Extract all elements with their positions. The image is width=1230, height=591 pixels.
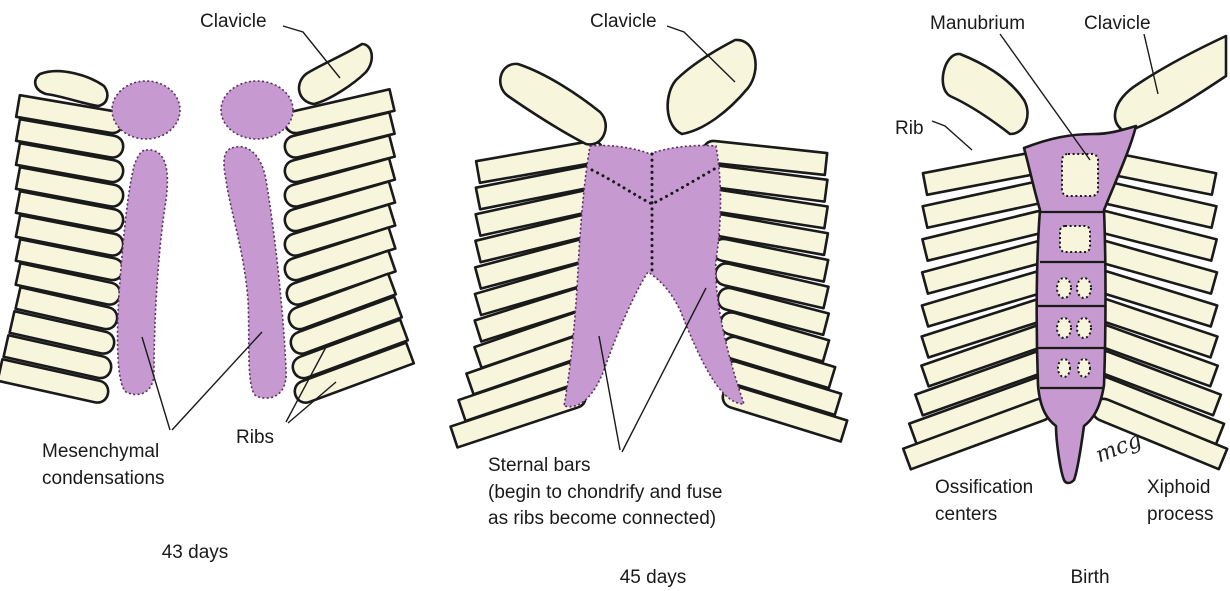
label-ribs-43: Ribs [236,427,274,448]
label-clavicle-43: Clavicle [200,11,267,32]
mesenchymal-condensation-right [224,147,286,399]
clavicle-right [668,40,756,134]
panel-45-days: Clavicle Sternal bars (begin to chondrif… [451,11,848,588]
ossification-center [1077,318,1091,338]
ossification-center [1057,278,1071,298]
label-rib: Rib [895,118,924,139]
ribs-right [285,89,414,402]
ossification-center [1057,318,1071,338]
caption-birth: Birth [1070,567,1109,588]
caption-43-days: 43 days [162,542,229,563]
ribs-left [0,95,123,402]
mesenchymal-condensation-left [118,150,168,395]
artist-signature: mcg [1092,427,1145,468]
label-manubrium: Manubrium [930,13,1025,34]
label-sternal-bars: Sternal bars [488,455,590,476]
panel-birth: Manubrium Clavicle Rib Ossification cent… [895,13,1227,588]
clavicle-left [943,54,1028,134]
label-clavicle-45: Clavicle [590,11,657,32]
ribs-right [703,141,847,442]
ossification-center-manubrium [1062,154,1098,196]
label-xiphoid-line1: Xiphoid [1147,477,1210,498]
ossification-center [1058,359,1070,377]
label-sternal-bars-line2: (begin to chondrify and fuse [488,482,723,503]
mesenchymal-condensation-upper-left [112,81,180,139]
label-sternal-bars-line3: as ribs become connected) [488,508,716,529]
mesenchymal-condensation-upper-right [221,81,293,139]
label-clavicle-birth: Clavicle [1084,13,1151,34]
ossification-center [1060,226,1090,252]
label-mesenchymal-line1: Mesenchymal [42,441,159,462]
caption-45-days: 45 days [620,567,687,588]
clavicle-right [1115,36,1226,132]
clavicle-left [500,64,605,145]
ossification-center [1077,278,1091,298]
label-ossification-line2: centers [935,504,997,525]
ossification-center [1078,359,1090,377]
label-xiphoid-line2: process [1147,504,1214,525]
label-mesenchymal-line2: condensations [42,468,165,489]
ribs-right [1093,151,1227,469]
label-ossification-line1: Ossification [935,477,1033,498]
ribs-left [903,151,1051,469]
panel-43-days: Clavicle Mesenchymal condensations Ribs … [0,11,414,563]
